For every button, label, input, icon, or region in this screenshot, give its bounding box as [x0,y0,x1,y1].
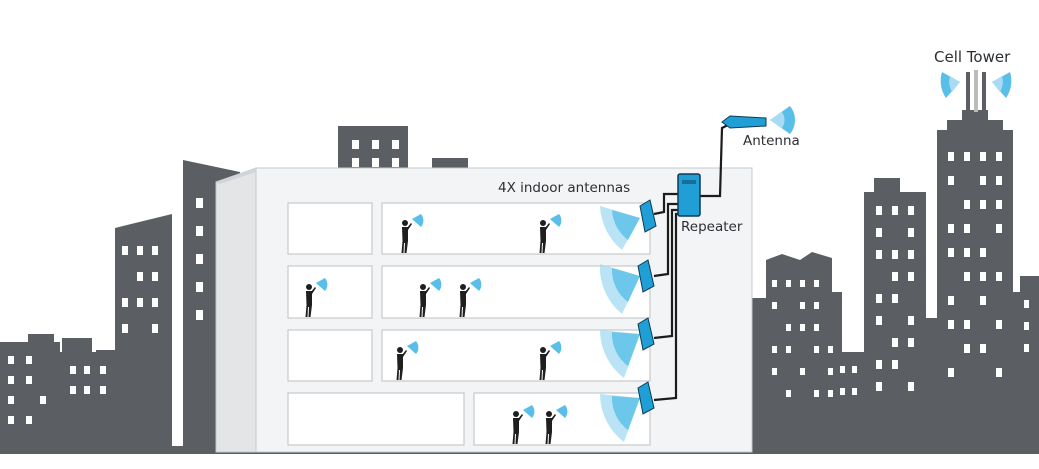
person-with-phone-icon [401,214,424,253]
person-with-phone-icon [305,278,328,317]
indoor-antennas-label: 4X indoor antennas [498,180,630,196]
room [381,329,651,382]
room [287,392,465,446]
cable-floor-1 [653,192,678,216]
person-with-phone-icon [396,341,419,380]
cable-floor-2 [653,202,682,278]
panel-antenna-icon [637,317,655,351]
person-with-phone-icon [539,341,562,380]
indoor-signal-coverage [599,206,640,442]
signal-cone-floor-3 [600,330,640,378]
room [287,265,373,319]
room [287,202,373,255]
panel-antenna-icon [639,199,657,233]
room [287,329,373,382]
tower-signal-left-icon [940,72,960,98]
signal-cone-floor-2 [599,264,640,314]
person-with-phone-icon [419,278,442,317]
cell-tower-icon [940,70,1012,112]
cable-to-outdoor-antenna [698,123,731,198]
panel-antenna-icon [637,259,655,293]
antenna-label: Antenna [743,133,800,149]
skyline-windows [8,140,1029,424]
skyline [0,110,1039,454]
person-with-phone-icon [539,214,562,253]
yagi-antenna-icon [721,106,796,134]
cell-tower-label: Cell Tower [934,48,1011,66]
indoor-antennas [637,199,657,415]
signal-cone-floor-1 [600,206,640,250]
person-with-phone-icon [545,405,568,444]
repeater-box-icon [677,173,701,217]
panel-antenna-icon [637,381,655,415]
repeater-label: Repeater [681,219,743,235]
people [305,214,568,444]
person-with-phone-icon [512,405,535,444]
person-with-phone-icon [459,278,482,317]
signal-cone-floor-4 [600,394,640,442]
tower-signal-right-icon [992,72,1012,98]
